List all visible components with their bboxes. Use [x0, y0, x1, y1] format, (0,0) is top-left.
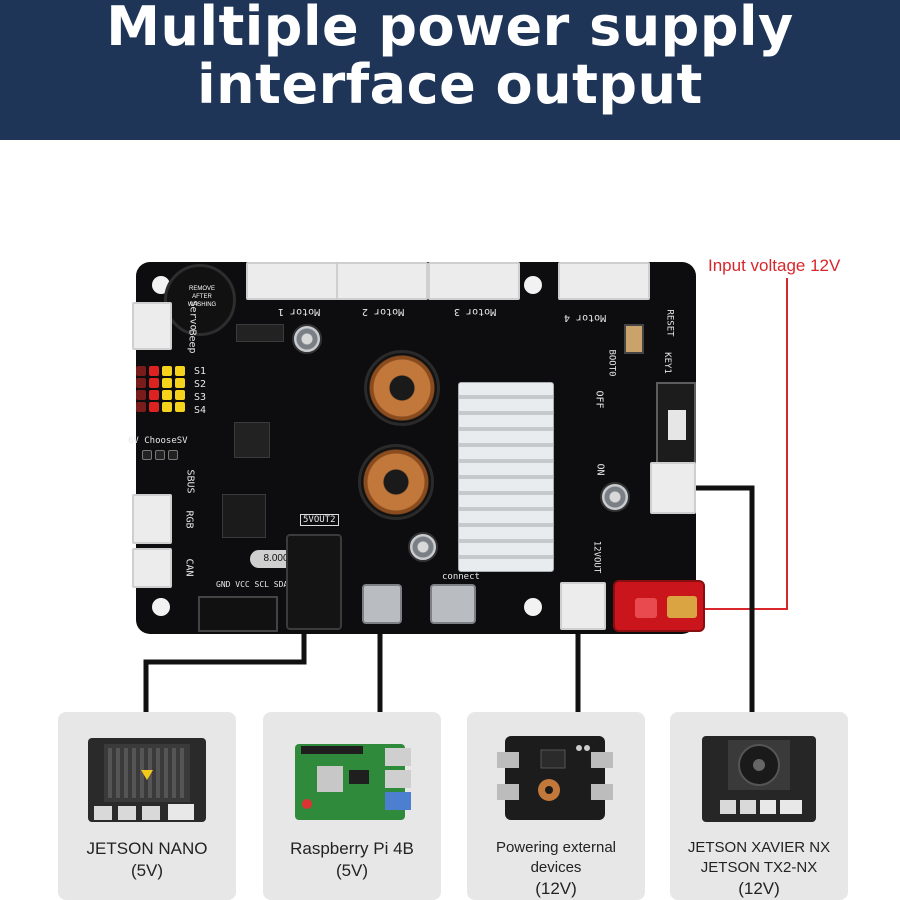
vout2-label: 5VOUT2	[300, 514, 339, 526]
motor2-label: Motor 2	[362, 306, 405, 317]
motor3-connector	[428, 262, 520, 300]
heatsink	[458, 382, 554, 572]
regulator-chip	[222, 494, 266, 538]
device-name: Powering external devices	[495, 839, 617, 876]
input-lead-line	[700, 278, 788, 610]
mount-hole	[524, 598, 542, 616]
power-out-connector	[650, 462, 696, 514]
device-name: Raspberry Pi 4B	[290, 839, 414, 858]
motor1-label: Motor 1	[278, 306, 321, 317]
mount-hole	[524, 276, 542, 294]
input-voltage-label: Input voltage 12V	[708, 256, 841, 275]
usb-connect-label: connect	[442, 572, 480, 582]
dc-power-jack[interactable]	[286, 534, 342, 630]
s1-label: S1	[194, 366, 207, 377]
expansion-board-icon	[491, 730, 621, 828]
s3-label: S3	[194, 392, 207, 403]
can-label: CAN	[183, 558, 195, 577]
vout12-label: 12VOUT	[591, 540, 602, 574]
cable-jetson-nano	[143, 630, 307, 712]
power-switch[interactable]	[656, 382, 696, 466]
header-title-line2: interface output	[197, 53, 703, 116]
motor1-connector	[246, 262, 338, 300]
device-card-raspberry-pi: Raspberry Pi 4B (5V)	[263, 712, 441, 900]
servo-label: Servo	[187, 300, 199, 331]
xt60-slot	[635, 598, 657, 618]
switch-knob	[668, 410, 686, 440]
key-label: KEY1	[661, 352, 672, 374]
xt60-input-connector[interactable]	[613, 580, 705, 632]
i2c-header	[198, 596, 278, 632]
usb-connect-port[interactable]	[430, 584, 476, 624]
jetson-xavier-icon	[694, 730, 824, 828]
voltage-choose-label: 6V ChooseSV	[128, 436, 188, 446]
expansion-board: REMOVE AFTER WASHING Motor 1 Motor 2 Mot…	[128, 262, 705, 634]
device-voltage: (5V)	[335, 861, 369, 880]
device-name: JETSON NANO	[86, 839, 208, 858]
inductor	[364, 350, 440, 426]
rgb-connector	[132, 494, 172, 544]
capacitor	[292, 324, 322, 354]
device-card-jetson-xavier: JETSON XAVIER NX JETSON TX2-NX (12V)	[670, 712, 848, 900]
buzzer-sticker: REMOVE AFTER WASHING	[187, 286, 217, 308]
xt60-pin	[667, 596, 697, 618]
mcu-chip	[234, 422, 270, 458]
inductor	[358, 444, 434, 520]
raspberry-pi-icon	[287, 730, 417, 828]
header-banner: Multiple power supply interface output	[0, 0, 900, 140]
motor2-connector	[336, 262, 428, 300]
device-name-line1: JETSON XAVIER NX	[687, 839, 831, 856]
device-voltage: (5V)	[130, 861, 164, 880]
device-voltage: (12V)	[535, 879, 577, 898]
header-title-line1: Multiple power supply	[106, 0, 794, 58]
servo-pin-header	[136, 366, 185, 412]
device-card-external: Powering external devices (12V)	[467, 712, 645, 900]
motor4-connector	[558, 262, 650, 300]
buzzer: REMOVE AFTER WASHING	[164, 264, 236, 336]
i2c-label: GND VCC SCL SDA	[216, 580, 289, 589]
cable-xavier	[668, 485, 755, 712]
voltage-jumper[interactable]	[142, 450, 178, 460]
capacitor	[408, 532, 438, 562]
usb-c-port[interactable]	[362, 584, 402, 624]
driver-chip	[236, 324, 284, 342]
device-name-line2: JETSON TX2-NX	[700, 859, 818, 876]
vout12-connector	[560, 582, 606, 630]
boot-label: BOOT0	[606, 349, 617, 377]
motor4-label: Motor 4	[564, 312, 607, 323]
device-voltage: (12V)	[738, 879, 780, 898]
off-label: OFF	[593, 390, 605, 409]
on-label: ON	[594, 463, 606, 476]
rgb-label: RGB	[183, 510, 195, 529]
sbus-label: SBUS	[184, 469, 196, 494]
device-card-jetson-nano: JETSON NANO (5V)	[58, 712, 236, 900]
can-connector	[132, 548, 172, 588]
s2-label: S2	[194, 379, 207, 390]
capacitor	[600, 482, 630, 512]
beep-label: Beep	[186, 329, 198, 354]
mount-hole	[152, 598, 170, 616]
motor3-label: Motor 3	[454, 306, 497, 317]
servo-connector	[132, 302, 172, 350]
s4-label: S4	[194, 405, 207, 416]
reset-button[interactable]	[624, 324, 644, 354]
jetson-nano-icon	[82, 730, 212, 828]
reset-label: RESET	[664, 309, 675, 337]
